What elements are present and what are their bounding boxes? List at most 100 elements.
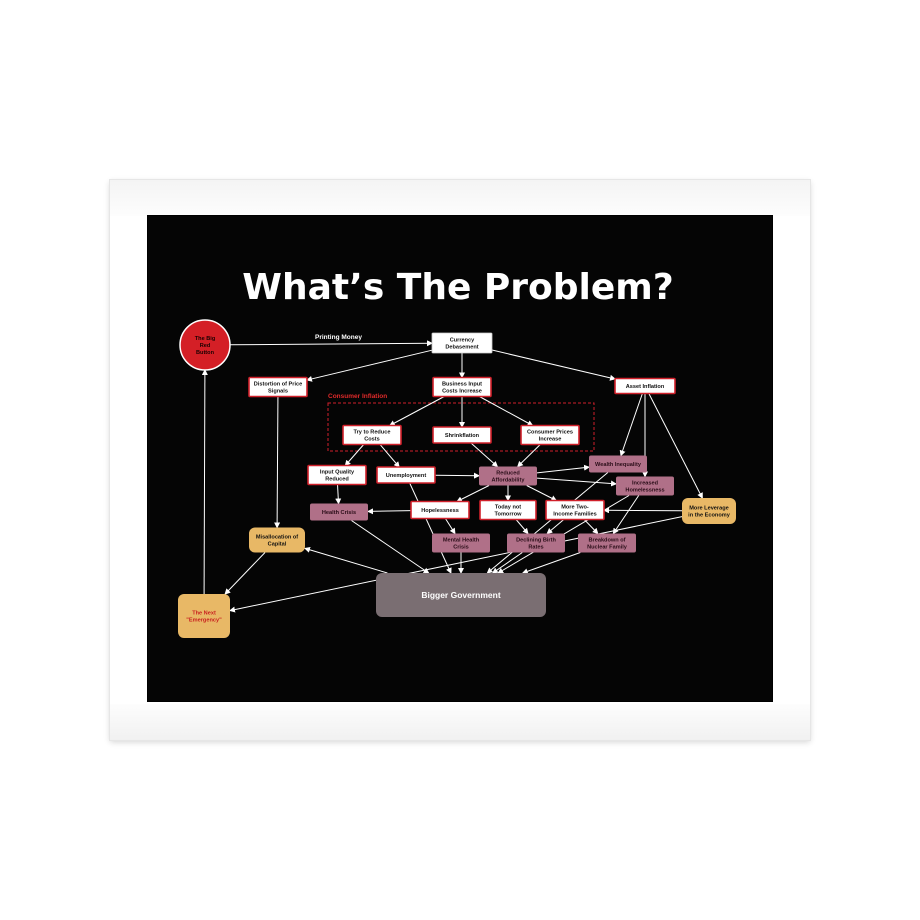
edge-input-quality-reduced-to-health-crisis <box>335 484 342 505</box>
node-label-line: Asset Inflation <box>626 384 665 390</box>
poster-background <box>147 215 773 702</box>
edge-increased-homelessness-to-breakdown-nuclear-family <box>612 495 640 535</box>
node-shape <box>342 424 402 446</box>
edge-bigger-government-to-misallocation-capital <box>304 546 388 574</box>
frame-bevel-bottom <box>110 704 810 740</box>
edge-reduced-affordability-to-more-two-income <box>526 485 558 501</box>
node-label-line: Red <box>200 343 211 349</box>
node-shape <box>310 503 368 521</box>
edge-more-leverage-to-more-two-income <box>603 507 683 514</box>
node-label-line: Currency <box>450 337 475 343</box>
edge-try-reduce-costs-to-unemployment <box>379 444 400 468</box>
node-shape <box>376 466 436 484</box>
node-shape <box>376 573 546 617</box>
node-shape <box>578 533 636 553</box>
node-shape <box>479 466 537 486</box>
edge-wealth-inequality-to-bigger-government <box>486 472 609 574</box>
node-label-line: Unemployment <box>386 473 427 479</box>
node-shape <box>431 332 493 354</box>
node-label-line: Income Families <box>553 511 597 517</box>
poster-title: What’s The Problem? <box>242 267 673 308</box>
node-label-line: Hopelessness <box>421 508 459 514</box>
node-bigger-government: Bigger Government <box>376 573 546 617</box>
edge-reduced-affordability-to-hopelessness <box>456 485 490 502</box>
node-shape <box>545 499 605 521</box>
edge-misallocation-capital-to-next-emergency <box>224 552 266 595</box>
node-label-line: Misallocation of <box>256 534 298 540</box>
node-shape <box>479 499 537 521</box>
consumer-inflation-group <box>327 402 595 452</box>
node-health-crisis: Health Crisis <box>310 503 368 521</box>
node-shape <box>179 319 231 371</box>
node-label-line: in the Economy <box>688 512 731 518</box>
node-shape <box>307 464 367 486</box>
node-label-line: Reduced <box>325 476 349 482</box>
node-label-line: The Big <box>195 336 216 342</box>
node-label-line: Consumer Prices <box>527 429 573 435</box>
edge-hopelessness-to-mental-health-crisis <box>444 518 456 535</box>
edge-distortion-price-signals-to-misallocation-capital <box>274 396 281 529</box>
node-label-line: Affordability <box>492 477 526 483</box>
edge-asset-inflation-to-wealth-inequality <box>619 393 643 457</box>
node-label-line: Crisis <box>453 544 469 550</box>
node-label-line: Declining Birth <box>516 537 556 543</box>
edge-business-input-costs-to-consumer-prices <box>479 396 534 426</box>
node-label-line: Increase <box>539 436 562 442</box>
edge-next-emergency-to-big-red-button <box>201 369 208 595</box>
node-shape <box>248 376 308 398</box>
node-label-line: Debasement <box>445 344 478 350</box>
node-label-line: Signals <box>268 388 288 394</box>
node-label-line: Capital <box>268 541 287 547</box>
edge-more-two-income-to-declining-birth-rates <box>546 519 565 535</box>
node-label-line: Costs <box>364 436 380 442</box>
node-label-line: Today not <box>495 504 521 510</box>
node-shape <box>616 476 674 496</box>
edge-try-reduce-costs-to-input-quality-reduced <box>344 444 365 467</box>
node-shape <box>614 377 676 395</box>
edge-today-not-tomorrow-to-declining-birth-rates <box>515 519 529 535</box>
edge-more-two-income-to-breakdown-nuclear-family <box>583 519 599 535</box>
edge-breakdown-nuclear-family-to-bigger-government <box>521 552 581 575</box>
node-label-line: Shrinkflation <box>445 433 480 439</box>
edge-currency-debasement-to-distortion-price-signals <box>306 349 433 382</box>
node-next-emergency: The Next"Emergency" <box>178 594 230 638</box>
edge-hopelessness-to-health-crisis <box>367 508 412 515</box>
frame-bevel-top <box>110 180 810 216</box>
node-label-line: Rates <box>528 544 543 550</box>
node-asset-inflation: Asset Inflation <box>614 377 676 395</box>
node-label-line: Mental Health <box>443 537 480 543</box>
node-label-line: Distortion of Price <box>254 381 302 387</box>
node-shape <box>178 594 230 638</box>
node-label-line: Reduced <box>496 470 520 476</box>
node-label-line: Tomorrow <box>495 511 523 517</box>
node-shape <box>432 426 492 444</box>
node-label-line: Button <box>196 350 215 356</box>
node-label-line: More Two- <box>561 504 589 510</box>
node-shrinkflation: Shrinkflation <box>432 426 492 444</box>
node-label-line: Breakdown of <box>589 537 626 543</box>
consumer-inflation-label: Consumer Inflation <box>328 393 387 400</box>
node-label-line: Health Crisis <box>322 510 356 516</box>
node-label-line: Input Quality <box>320 469 355 475</box>
node-hopelessness: Hopelessness <box>410 500 470 520</box>
edge-reduced-affordability-to-wealth-inequality <box>536 464 590 474</box>
node-label-line: The Next <box>192 610 216 616</box>
node-wealth-inequality: Wealth Inequality <box>589 455 647 473</box>
node-shape <box>410 500 470 520</box>
node-more-two-income: More Two-Income Families <box>545 499 605 521</box>
node-shape <box>589 455 647 473</box>
